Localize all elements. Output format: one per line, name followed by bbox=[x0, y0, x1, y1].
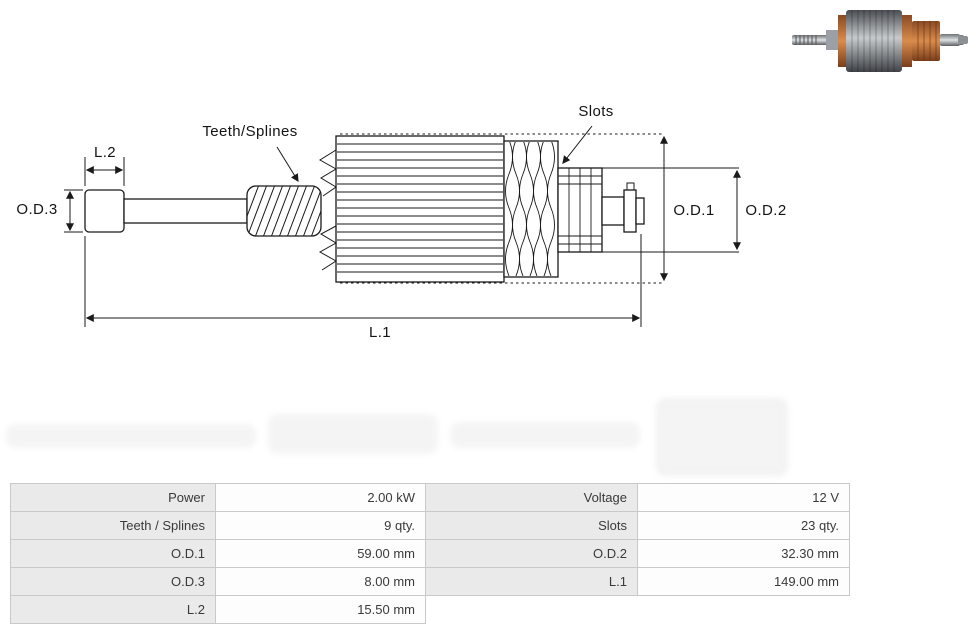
core-laminations bbox=[337, 143, 503, 273]
spec-value: 23 qty. bbox=[637, 511, 850, 540]
armature-body bbox=[84, 135, 645, 283]
spec-label: O.D.1 bbox=[10, 539, 216, 568]
spec-table: Power 2.00 kW Voltage 12 V Teeth / Splin… bbox=[10, 483, 850, 624]
armature-technical-drawing bbox=[64, 125, 741, 327]
spline-hatching bbox=[247, 186, 321, 236]
right-end-collar bbox=[623, 189, 637, 233]
table-row: Power 2.00 kW Voltage 12 V bbox=[10, 483, 850, 512]
photo-threads bbox=[795, 35, 817, 45]
photo-commutator bbox=[912, 21, 940, 61]
left-shaft-end bbox=[84, 189, 125, 233]
spec-value: 8.00 mm bbox=[215, 567, 426, 596]
lamination-core bbox=[335, 135, 505, 283]
label-teeth-splines: Teeth/Splines bbox=[202, 123, 298, 140]
table-row: O.D.3 8.00 mm L.1 149.00 mm bbox=[10, 567, 850, 596]
winding-fans bbox=[318, 149, 337, 271]
od1-dotted-extension-lines bbox=[340, 133, 664, 284]
label-od2: O.D.2 bbox=[745, 202, 787, 219]
right-shaft bbox=[601, 196, 625, 226]
shaft bbox=[123, 198, 248, 224]
spec-label: O.D.2 bbox=[425, 539, 638, 568]
spec-value: 149.00 mm bbox=[637, 567, 850, 596]
photo-right-tip bbox=[940, 34, 960, 46]
spec-label: Voltage bbox=[425, 483, 638, 512]
spec-label: Power bbox=[10, 483, 216, 512]
dimension-lines bbox=[64, 125, 741, 327]
photo-core bbox=[846, 10, 902, 72]
label-slots: Slots bbox=[578, 103, 614, 120]
table-row: O.D.1 59.00 mm O.D.2 32.30 mm bbox=[10, 539, 850, 568]
spec-value-empty bbox=[637, 595, 850, 624]
product-photo bbox=[788, 2, 972, 80]
commutator-bars bbox=[558, 168, 602, 252]
label-od3: O.D.3 bbox=[16, 201, 58, 218]
slots-leader bbox=[562, 125, 593, 164]
spec-value: 59.00 mm bbox=[215, 539, 426, 568]
spec-value: 15.50 mm bbox=[215, 595, 426, 624]
label-l1: L.1 bbox=[368, 324, 392, 341]
spec-label: L.1 bbox=[425, 567, 638, 596]
table-row: L.2 15.50 mm bbox=[10, 595, 850, 624]
label-od1: O.D.1 bbox=[673, 202, 715, 219]
photo-spline bbox=[826, 30, 840, 50]
right-end-nub bbox=[626, 182, 635, 190]
spec-value: 9 qty. bbox=[215, 511, 426, 540]
photo-copper-right bbox=[902, 15, 912, 67]
photo-right-tip-end bbox=[958, 36, 968, 44]
teeth-splines-leader bbox=[276, 146, 299, 183]
photo-core-laminations bbox=[851, 10, 895, 72]
spec-label: Teeth / Splines bbox=[10, 511, 216, 540]
table-row: Teeth / Splines 9 qty. Slots 23 qty. bbox=[10, 511, 850, 540]
spec-value: 2.00 kW bbox=[215, 483, 426, 512]
photo-commutator-segments bbox=[917, 21, 937, 61]
spec-label: L.2 bbox=[10, 595, 216, 624]
right-end-tip bbox=[635, 197, 645, 225]
spec-value: 12 V bbox=[637, 483, 850, 512]
photo-copper-left bbox=[838, 15, 846, 67]
spec-label: O.D.3 bbox=[10, 567, 216, 596]
winding-texture bbox=[505, 142, 555, 276]
spec-value: 32.30 mm bbox=[637, 539, 850, 568]
spec-label-empty bbox=[425, 595, 638, 624]
spec-label: Slots bbox=[425, 511, 638, 540]
od2-extension-lines bbox=[602, 167, 739, 253]
label-l2: L.2 bbox=[93, 144, 117, 161]
